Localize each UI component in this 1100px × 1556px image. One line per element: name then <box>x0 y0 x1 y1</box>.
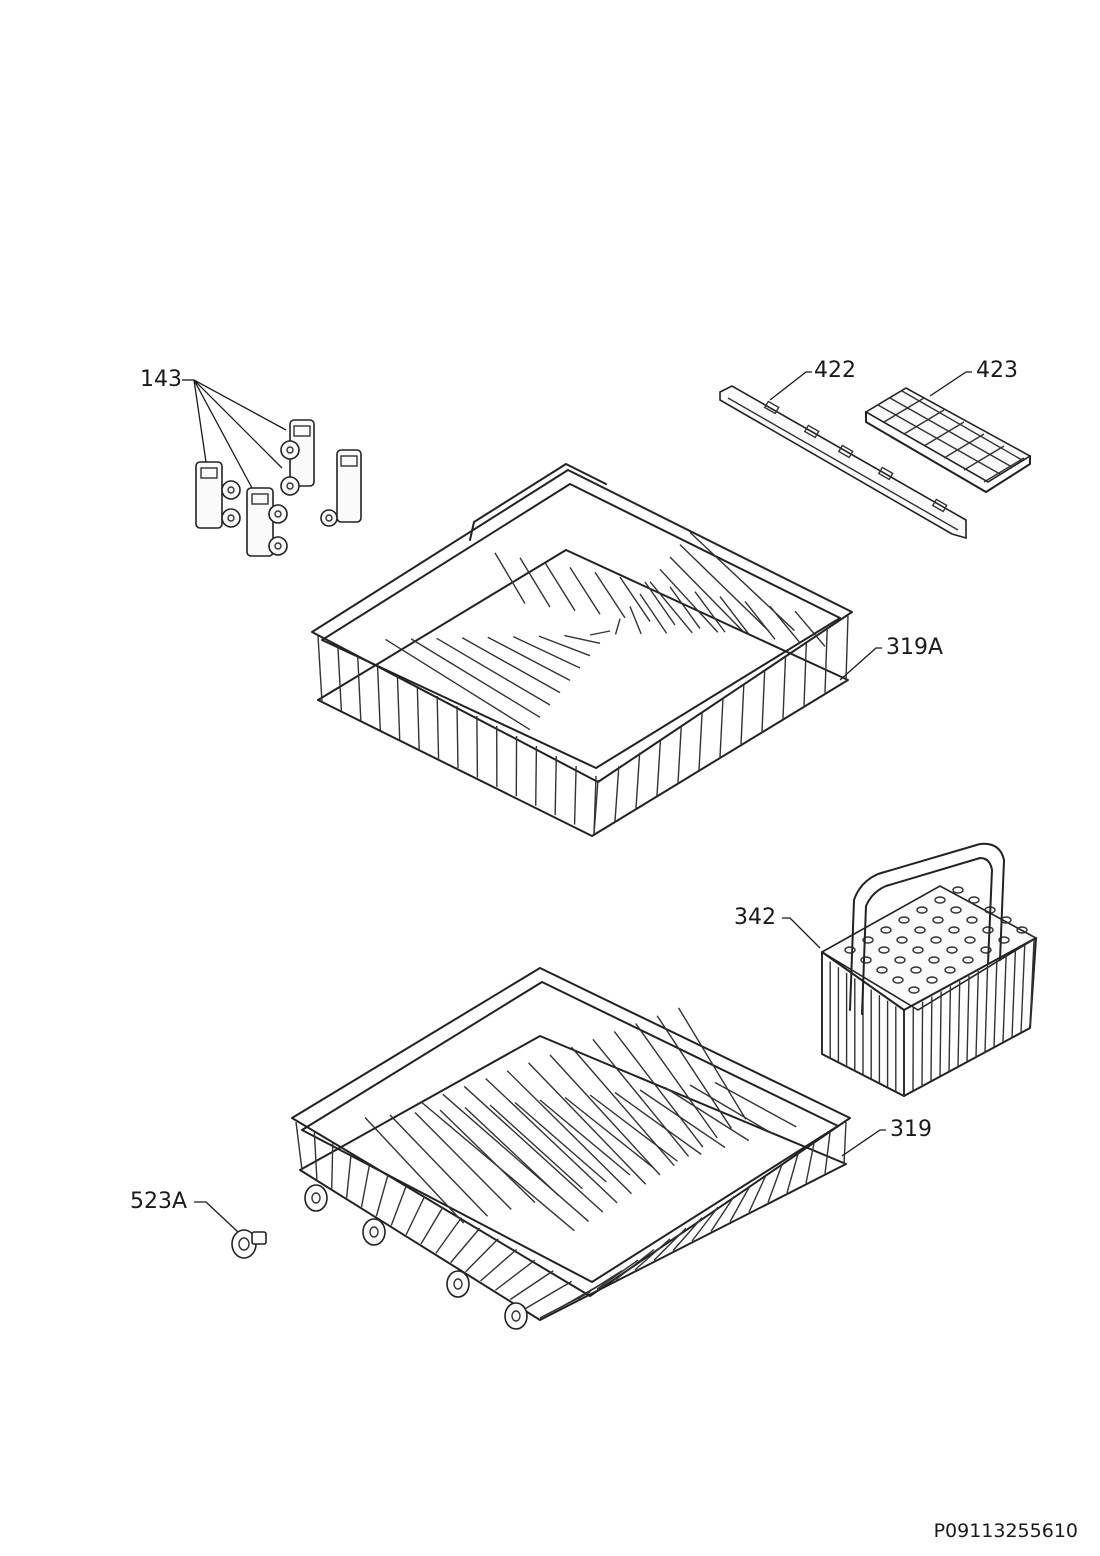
wheel-523A <box>194 1201 267 1259</box>
rack-rail-422 <box>719 371 967 540</box>
upper-basket-319A <box>311 463 882 837</box>
grid-insert-423 <box>864 371 1032 493</box>
cutlery-basket-342 <box>782 842 1038 1097</box>
callout-143: 143 <box>140 367 182 392</box>
rack-roller-clips-143 <box>182 379 362 557</box>
callout-319: 319 <box>890 1117 932 1142</box>
callout-319A: 319A <box>886 635 944 660</box>
callout-422: 422 <box>814 358 856 383</box>
document-id: P09113255610 <box>933 1520 1078 1542</box>
callout-342: 342 <box>734 905 776 930</box>
roller-clip <box>320 449 362 527</box>
callout-523A: 523A <box>130 1189 188 1214</box>
roller-clip <box>280 419 315 496</box>
callout-423: 423 <box>976 358 1018 383</box>
roller-clip <box>246 487 288 557</box>
roller-clip <box>195 461 241 529</box>
lower-basket-319 <box>291 967 886 1330</box>
